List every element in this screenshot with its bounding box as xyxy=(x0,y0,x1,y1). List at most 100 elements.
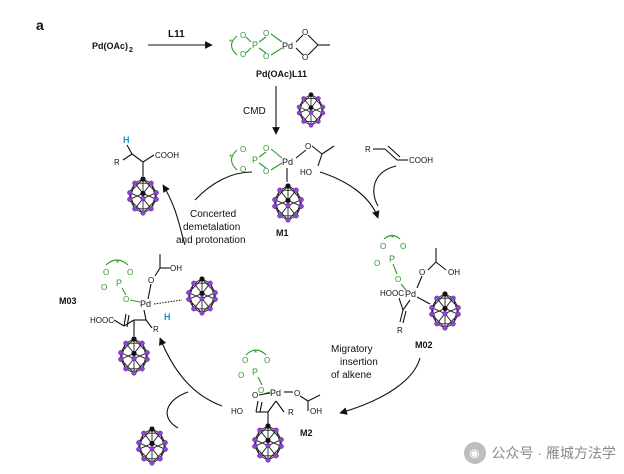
svg-text:HO: HO xyxy=(300,168,312,177)
cmd-label: CMD xyxy=(243,106,266,117)
boron-vertex xyxy=(140,210,146,216)
carborane-m1 xyxy=(272,183,304,223)
svg-text:O: O xyxy=(238,371,244,380)
svg-text:OH: OH xyxy=(448,268,460,277)
carbon-vertex xyxy=(285,197,291,204)
boron-vertex xyxy=(301,119,306,124)
pd-oac-l11-structure: * O O P O O Pd O O xyxy=(229,28,330,62)
carbon-vertex xyxy=(149,426,155,432)
svg-text:P: P xyxy=(116,278,122,288)
ligand-label: L11 xyxy=(168,29,185,40)
boron-vertex xyxy=(149,446,155,452)
boron-vertex xyxy=(308,123,314,128)
svg-text:O: O xyxy=(263,167,269,176)
watermark: ◉ 公众号 · 雁城方法学 xyxy=(463,442,616,464)
boron-vertex xyxy=(157,430,163,436)
svg-text:O: O xyxy=(263,52,269,61)
boron-vertex xyxy=(140,196,146,202)
arrow-m1-to-m02 xyxy=(319,171,380,219)
svg-text:O: O xyxy=(103,268,109,277)
carborane-reagent-cmd xyxy=(296,92,326,128)
svg-text:COOH: COOH xyxy=(155,151,179,160)
svg-text:O: O xyxy=(380,242,386,251)
carbon-vertex xyxy=(308,92,314,98)
boron-vertex xyxy=(450,295,456,301)
carbon-vertex xyxy=(149,440,155,447)
boron-vertex xyxy=(132,206,138,212)
m1-structure: * O O P O O Pd O HO xyxy=(229,142,335,182)
svg-text:Pd: Pd xyxy=(282,157,293,167)
svg-text:O: O xyxy=(148,276,154,285)
boron-vertex xyxy=(257,453,263,459)
carborane-m02 xyxy=(429,291,461,331)
boron-vertex xyxy=(131,356,137,362)
product-structure: H R COOH xyxy=(114,135,179,176)
svg-text:P: P xyxy=(252,40,258,50)
svg-text:*: * xyxy=(116,259,119,268)
svg-text:2: 2 xyxy=(129,47,133,54)
boron-vertex xyxy=(455,305,461,311)
boron-vertex xyxy=(252,443,258,449)
svg-text:Concerted: Concerted xyxy=(190,209,236,220)
svg-text:O: O xyxy=(258,386,264,395)
svg-text:O: O xyxy=(240,50,246,59)
m2-label: M2 xyxy=(300,428,313,438)
boron-vertex xyxy=(298,203,304,209)
boron-vertex xyxy=(298,197,304,203)
boron-vertex xyxy=(153,196,159,202)
svg-text:OH: OH xyxy=(170,264,182,273)
panel-label: a xyxy=(36,17,44,33)
svg-text:H: H xyxy=(123,135,130,145)
boron-vertex xyxy=(285,217,291,223)
boron-vertex xyxy=(131,370,137,376)
boron-vertex xyxy=(148,206,154,212)
svg-text:OH: OH xyxy=(310,407,322,416)
boron-vertex xyxy=(429,311,435,317)
m02-label: M02 xyxy=(415,340,433,350)
svg-text:O: O xyxy=(264,356,270,365)
boron-vertex xyxy=(132,180,138,186)
boron-vertex xyxy=(191,306,197,312)
alkene-entry-arrow xyxy=(373,165,397,207)
insertion-step-label: Migratory insertion of alkene xyxy=(331,344,378,381)
carbon-vertex xyxy=(199,276,205,282)
boron-vertex xyxy=(149,460,155,466)
boron-vertex xyxy=(285,203,291,209)
boron-vertex xyxy=(265,457,271,463)
arrow-m03-to-product xyxy=(162,184,186,246)
svg-text:O: O xyxy=(252,391,258,400)
boron-vertex xyxy=(144,350,150,356)
carbon-vertex xyxy=(131,336,137,342)
boron-vertex xyxy=(252,437,258,443)
carbon-vertex xyxy=(199,290,205,297)
boron-vertex xyxy=(320,110,326,116)
boron-vertex xyxy=(293,187,299,193)
boron-vertex xyxy=(162,446,168,452)
reagent-pd-oac2: Pd(OAc) 2 xyxy=(92,41,133,54)
svg-text:P: P xyxy=(252,367,258,377)
boron-vertex xyxy=(316,119,321,124)
svg-text:O: O xyxy=(240,165,246,174)
boron-vertex xyxy=(118,350,124,356)
carborane-m03-substrate xyxy=(118,336,150,376)
watermark-text: 公众号 · 雁城方法学 xyxy=(491,445,616,461)
boron-vertex xyxy=(442,311,448,317)
boron-vertex xyxy=(139,366,145,372)
boron-vertex xyxy=(450,321,456,327)
carborane-product xyxy=(127,176,159,216)
boron-vertex xyxy=(277,213,283,219)
svg-text:*: * xyxy=(229,153,232,162)
svg-text:HO: HO xyxy=(231,407,243,416)
boron-vertex xyxy=(186,290,192,296)
arrow-m02-to-m2 xyxy=(339,357,421,415)
boron-vertex xyxy=(296,104,302,110)
boron-vertex xyxy=(442,325,448,331)
svg-text:Migratory: Migratory xyxy=(331,344,373,355)
carborane-entry-arrow xyxy=(166,391,189,429)
boron-vertex xyxy=(455,311,461,317)
boron-vertex xyxy=(434,295,440,301)
carbon-vertex xyxy=(442,291,448,297)
boron-vertex xyxy=(127,190,133,196)
m2-structure: * O O P O O Pd O O OH R HO xyxy=(231,349,322,424)
boron-vertex xyxy=(257,427,263,433)
